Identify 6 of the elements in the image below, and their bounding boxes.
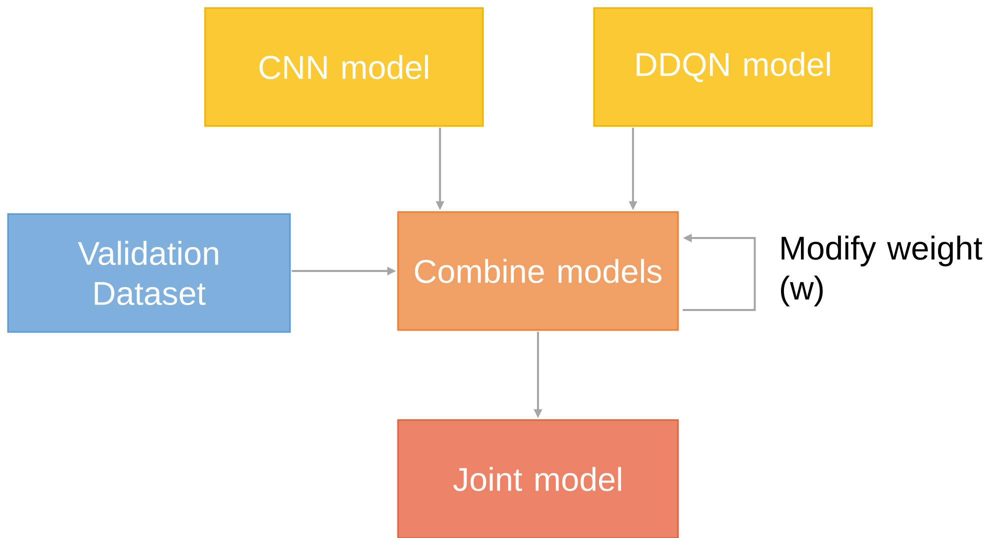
- process-box: Validation Dataset: [7, 213, 291, 333]
- process-box: Joint model: [397, 419, 679, 538]
- edge-label: Modify weight (w): [781, 236, 982, 306]
- process-box: CNN model: [204, 7, 484, 127]
- process-box: Combine models: [397, 211, 679, 331]
- process-box: DDQN model: [593, 7, 873, 127]
